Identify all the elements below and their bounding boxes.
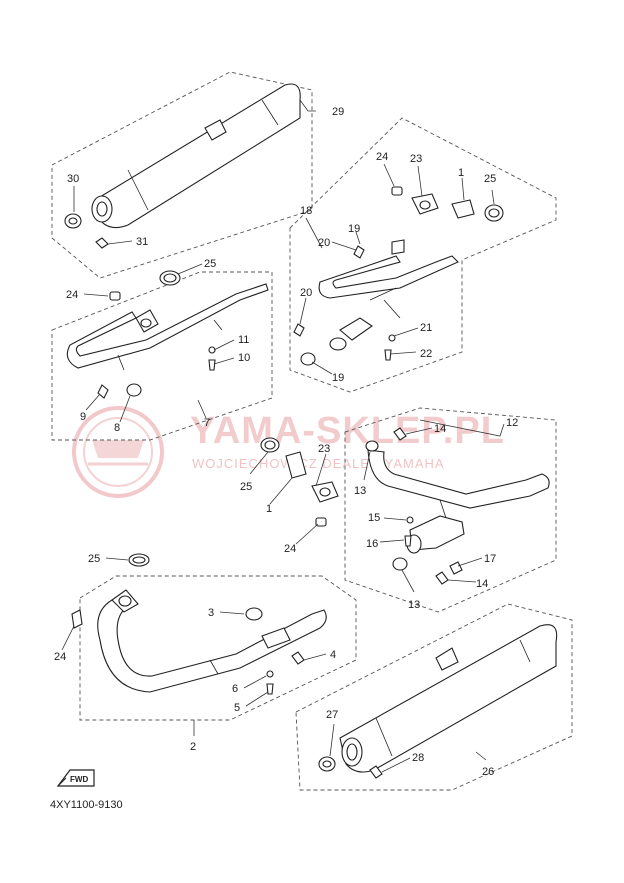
callout-7: 7 [204,417,210,429]
callout-23: 23 [318,443,330,455]
callout-6: 6 [232,683,238,695]
part-8-bushing [126,383,142,397]
watermark-logo [72,406,164,498]
part-center-flange-set [260,437,339,527]
leader-lines [61,99,505,773]
part-15-16-17-fasteners [404,516,463,575]
part-24-23-1-25-upper-right [391,186,504,222]
callout-9: 9 [80,411,86,423]
callout-19: 19 [348,223,360,235]
callout-2: 2 [190,741,196,753]
callout-30: 30 [67,173,79,185]
callout-24: 24 [54,651,66,663]
callout-25: 25 [484,173,496,185]
callout-14: 14 [434,423,446,435]
group-outline-pipe-12 [344,407,557,613]
callout-18: 18 [300,205,312,217]
part-28-bolt [369,765,383,779]
part-code: 4XY1100-9130 [50,799,123,811]
muffler-26 [339,624,558,773]
callout-20: 20 [318,237,330,249]
group-outline-bracket-18 [289,117,557,393]
forward-arrow-icon: FWD [56,769,95,787]
callout-23: 23 [410,153,422,165]
callout-24: 24 [376,151,388,163]
callout-5: 5 [234,702,240,714]
part-10-11-fasteners [208,346,216,371]
callout-27: 27 [326,709,338,721]
callout-24: 24 [284,543,296,555]
callout-19: 19 [332,372,344,384]
callout-25: 25 [204,258,216,270]
part-31-bolt [95,237,109,249]
exhaust-pipe-7 [66,283,269,371]
callout-1: 1 [266,503,272,515]
part-24-nut-lower [71,609,83,629]
callout-14: 14 [476,578,488,590]
callout-26: 26 [482,766,494,778]
bracket-18 [318,255,459,351]
callout-13: 13 [408,599,420,611]
callout-4: 4 [330,649,336,661]
part-25-gasket-lower [128,553,150,567]
callout-labels: 29 30 31 24 25 24 23 1 25 18 19 20 20 21… [54,106,518,778]
callout-29: 29 [332,106,344,118]
callout-25: 25 [88,553,100,565]
callout-12: 12 [506,417,518,429]
callout-31: 31 [136,236,148,248]
callout-17: 17 [484,553,496,565]
part-20-bolts [293,245,365,337]
callout-24: 24 [66,289,78,301]
callout-3: 3 [208,607,214,619]
muffler-29 [91,83,301,229]
part-24-nut-left [109,291,121,301]
fwd-label: FWD [70,775,88,784]
callout-20: 20 [300,287,312,299]
watermark: YAMA-SKLEP.PL WOJCIECHOWICZ DEALER YAMAH… [72,406,504,498]
callout-15: 15 [368,512,380,524]
part-27-bushing [318,756,336,772]
callout-16: 16 [366,538,378,550]
callout-8: 8 [114,422,120,434]
callout-10: 10 [238,352,250,364]
callout-13: 13 [354,485,366,497]
part-3-bushing [245,607,263,621]
callout-1: 1 [458,167,464,179]
watermark-subtitle: WOJCIECHOWICZ DEALER YAMAHA [192,456,445,471]
callout-21: 21 [420,322,432,334]
callout-11: 11 [238,334,249,346]
callout-25: 25 [240,481,252,493]
part-13-bushings [365,440,408,571]
exhaust-pipe-2 [97,589,327,693]
part-19-bushing [300,239,405,366]
callout-28: 28 [412,752,424,764]
part-9-bolt [97,384,109,399]
exhaust-pipe-12 [367,449,550,554]
group-outline-muffler-26 [295,603,573,791]
callout-22: 22 [420,348,432,360]
part-21-22-fasteners [384,334,396,361]
group-outline-muffler-29 [51,71,313,279]
part-25-gasket-upper [159,270,181,286]
part-30-bushing [64,213,82,229]
group-outline-bracket-7 [51,271,273,441]
